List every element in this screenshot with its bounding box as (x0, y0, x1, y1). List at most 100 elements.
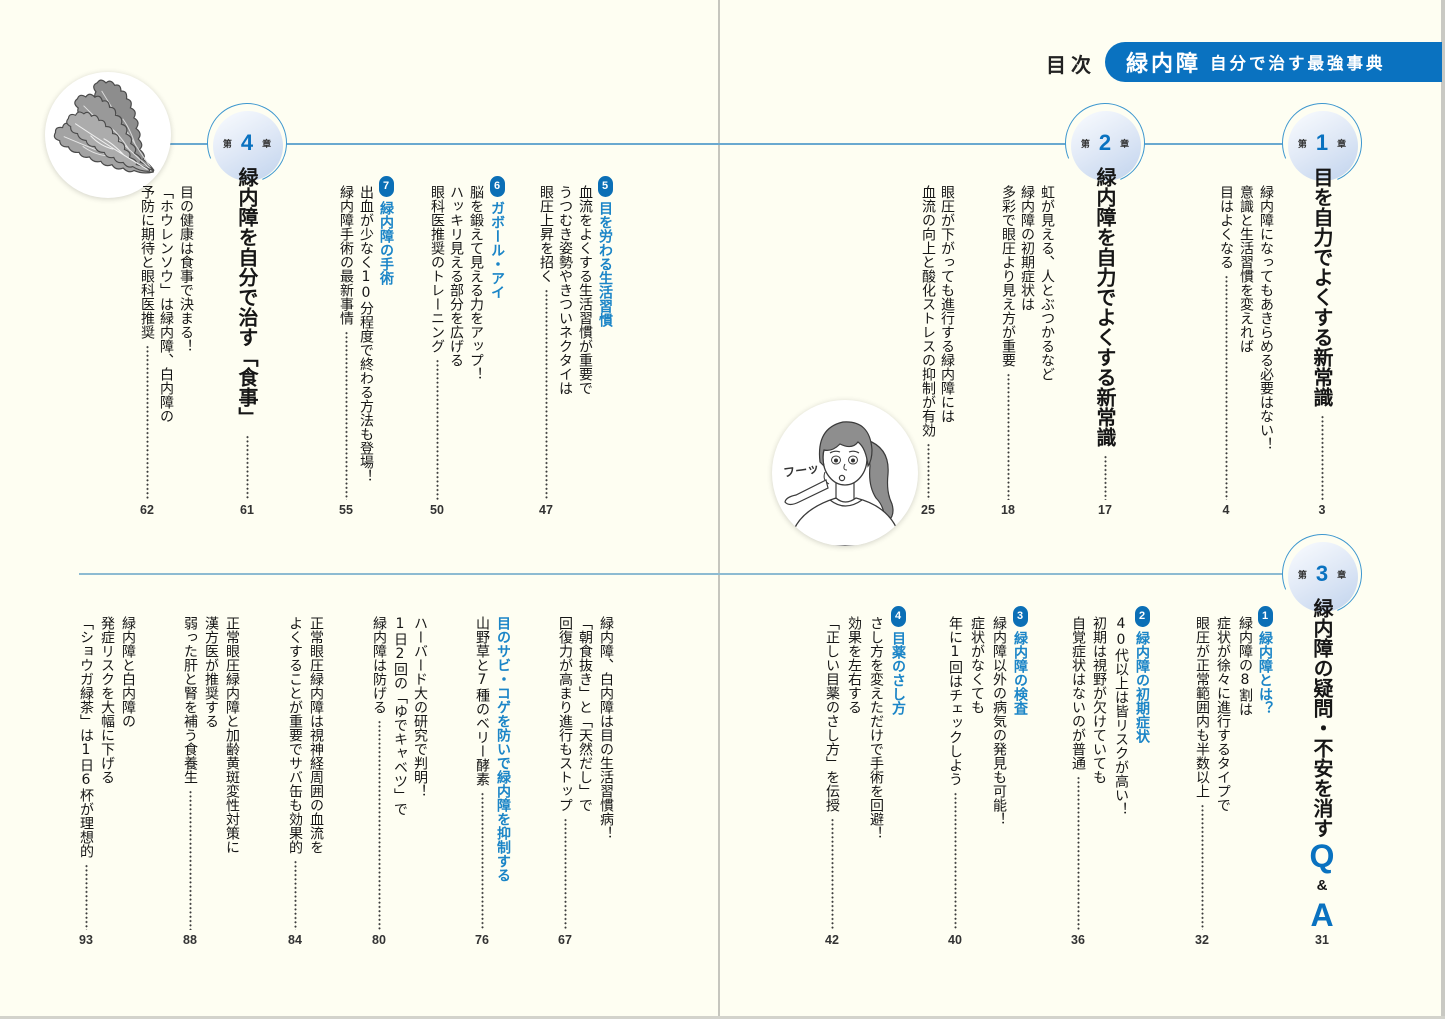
section-number-badge: 1 (1257, 606, 1273, 627)
toc-line-text: 予防に期待と眼科医推奨 (139, 185, 155, 339)
page-number: 40 (948, 933, 962, 947)
section-number-badge: 4 (890, 606, 906, 627)
badge-label: 第 4 章 (207, 130, 287, 155)
page-edge-bottom (0, 1016, 1445, 1019)
toc-line-last: 「ショウガ緑茶」は1日6杯が理想的 (78, 616, 94, 930)
divider-rule-top (150, 143, 1290, 145)
section-heading-text: 目薬のさし方 (890, 631, 906, 715)
page-number: 4 (1222, 503, 1230, 517)
toc-line: 眼圧が下がっても進行する緑内障には (939, 185, 955, 423)
toc-line: 意識と生活習慣を変えれば (1238, 185, 1254, 353)
leader-dots (245, 435, 249, 500)
page-edge-right (1441, 0, 1445, 1019)
page-number: 25 (921, 503, 935, 517)
section-number-badge: 2 (1134, 606, 1150, 627)
toc-line-last: 緑内障手術の最新事情 (338, 185, 354, 500)
toc-line: 初期は視野が欠けていても (1091, 616, 1107, 784)
section-heading: 1 緑内障とは？ (1257, 606, 1273, 715)
page-number: 50 (430, 503, 444, 517)
page-number: 61 (240, 503, 254, 517)
badge-fill (1288, 542, 1358, 612)
leader-dots (293, 860, 297, 930)
section-heading: 7 緑内障の手術 (378, 176, 394, 285)
badge-label: 第 2 章 (1065, 130, 1145, 155)
toc-line: 40代以上は皆リスクが高い！ (1113, 616, 1129, 816)
chapter-4-badge: 第 4 章 (194, 90, 300, 196)
toc-line: うつむき姿勢やきついネクタイは (557, 185, 573, 395)
leader-dots (377, 720, 381, 930)
page-number: 47 (539, 503, 553, 517)
leader-dots (830, 818, 834, 930)
toc-line: 目の健康は食事で決まる！ (178, 185, 194, 353)
toc-line-last: 弱った肝と腎を補う食養生 (182, 616, 198, 930)
toc-line-last: 「正しい目薬のさし方」を伝授 (824, 616, 840, 930)
toc-line-text: 緑内障手術の最新事情 (338, 185, 354, 325)
title-a: A (1304, 897, 1340, 933)
toc-line: 緑内障の初期症状は (1019, 185, 1035, 311)
toc-line: 緑内障、白内障は目の生活習慣病！ (598, 616, 614, 840)
toc-line-last: 眼圧が正常範囲内も半数以上 (1194, 616, 1210, 930)
section-heading-text: ガボール・アイ (489, 201, 505, 299)
badge-fill (213, 111, 283, 181)
page-number: 32 (1195, 933, 1209, 947)
page-number: 31 (1315, 933, 1329, 947)
toc-line: 漢方医が推奨する (203, 616, 219, 728)
page-number: 42 (825, 933, 839, 947)
leader-dots (435, 359, 439, 500)
toc-line-text: 「正しい目薬のさし方」を伝授 (824, 616, 840, 812)
leader-dots (145, 345, 149, 500)
page-number: 55 (339, 503, 353, 517)
badge-label: 第 3 章 (1282, 561, 1362, 586)
toc-line-text: 弱った肝と腎を補う食養生 (182, 616, 198, 784)
toc-line: 虹が見える、人とぶつかるなど (1039, 185, 1055, 381)
page-number: 3 (1318, 503, 1326, 517)
chapter-prefix: 第 (1297, 570, 1307, 581)
chapter-4-title: 緑内障を自分で治す「食事」 (235, 167, 259, 500)
toc-line-text: 眼科医推奨のトレーニング (429, 185, 445, 353)
section-heading-text: 緑内障の初期症状 (1134, 631, 1150, 743)
toc-line: ハーバード大の研究で判明！ (412, 616, 428, 798)
leader-dots (1320, 415, 1324, 500)
toc-line: 1日2回の「ゆでキャベツ」で (392, 616, 408, 816)
leader-dots (1200, 804, 1204, 930)
toc-line-last: 眼科医推奨のトレーニング (429, 185, 445, 500)
leader-dots (544, 289, 548, 500)
leader-dots (84, 864, 88, 930)
chapter-1-title: 目を自力でよくする新常識 (1310, 167, 1334, 500)
section-heading-text: 緑内障とは？ (1257, 631, 1273, 715)
section-heading-text: 目を労わる生活習慣 (597, 201, 613, 327)
section-number-badge: 5 (597, 176, 613, 197)
toc-line: 緑内障の8割は (1237, 616, 1253, 716)
toc-line-last: 予防に期待と眼科医推奨 (139, 185, 155, 500)
chapter-suffix: 章 (1337, 139, 1347, 150)
chapter-title-text: 緑内障を自力でよくする新常識 (1093, 167, 1117, 447)
leader-dots (1006, 373, 1010, 500)
chapter-prefix: 第 (1297, 139, 1307, 150)
toc-line-last: 山野草と7種のベリー酵素 (474, 616, 490, 930)
page-number: 17 (1098, 503, 1112, 517)
toc-label: 目次 (1046, 53, 1096, 77)
chapter-2-title: 緑内障を自力でよくする新常識 (1093, 167, 1117, 500)
chapter-prefix: 第 (1080, 139, 1090, 150)
toc-line: 緑内障になってもあきらめる必要はない！ (1258, 185, 1274, 451)
toc-line: 血流をよくする生活習慣が重要で (577, 185, 593, 395)
toc-line-text: 緑内障は防げる (371, 616, 387, 714)
title-ampersand: & (1313, 877, 1331, 894)
toc-line: さし方を変えただけで手術を回避！ (868, 616, 884, 840)
book-title-banner: 緑内障 自分で治す最強事典 (1105, 42, 1442, 82)
badge-fill (1071, 111, 1141, 181)
chapter-title-text: 目を自力でよくする新常識 (1310, 167, 1334, 407)
page-number: 76 (475, 933, 489, 947)
chapter-suffix: 章 (1337, 570, 1347, 581)
badge-label: 第 1 章 (1282, 130, 1362, 155)
section-heading-text: 緑内障の手術 (378, 201, 394, 285)
toc-line-text: 「ショウガ緑茶」は1日6杯が理想的 (78, 616, 94, 858)
leader-dots (563, 818, 567, 930)
leader-dots (344, 331, 348, 500)
toc-line-last: 回復力が高まり進行もストップ (557, 616, 573, 930)
toc-line: 脳を鍛えて見える力をアップ！ (468, 185, 484, 381)
toc-line: 「朝食抜き」と「天然だし」で (577, 616, 593, 812)
section-heading-text: 緑内障の検査 (1012, 631, 1028, 715)
toc-line-text: 目はよくなる (1218, 185, 1234, 269)
toc-line: 出血が少なく10分程度で終わる方法も登場！ (358, 185, 374, 483)
